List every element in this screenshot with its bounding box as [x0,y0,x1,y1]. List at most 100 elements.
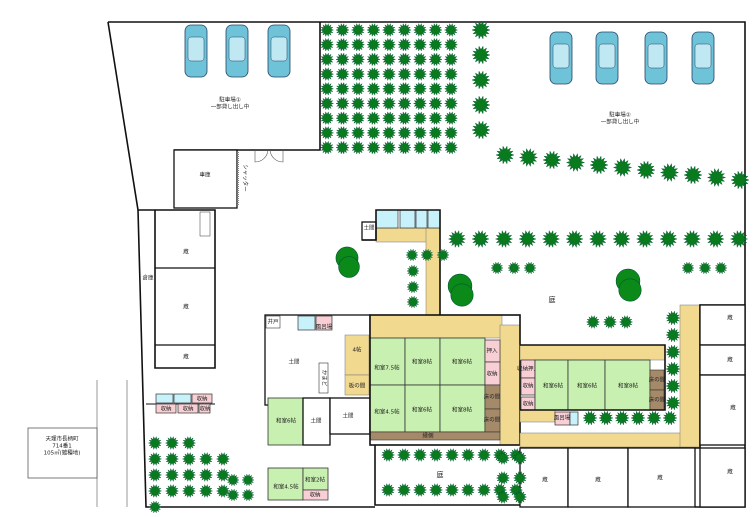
tree-icon [226,473,240,487]
tree-icon [319,37,335,52]
tree-icon [460,448,476,462]
tree-icon [164,436,180,450]
tree-icon [588,230,608,248]
address-box [27,427,98,479]
tree-icon [412,483,428,497]
tree-icon [381,81,397,96]
tree-icon [406,264,420,278]
tree-icon [428,81,443,96]
tree-icon [636,160,656,180]
tree-icon [215,484,231,498]
tree-icon [443,96,459,111]
tree-icon [335,125,350,140]
tree-icon [471,120,491,140]
tree-icon [397,96,412,111]
car-icon [691,31,715,85]
tree-icon [589,155,609,175]
tree-icon [319,111,335,126]
tree-icon [350,23,366,37]
bath-label: 風呂場 [554,414,571,422]
tree-icon [164,484,180,498]
tree-icon [412,81,428,96]
tree-icon [335,37,350,52]
closet [198,403,211,414]
tree-icon [412,448,428,462]
tree-icon [319,81,335,96]
tree-icon [729,230,749,248]
room-label: 和室8帖 [452,406,472,414]
kura-label: 蔵 [183,248,189,256]
tree-icon [614,410,630,426]
toilet [155,393,174,404]
tree-icon [523,261,537,275]
tree-icon [406,280,420,294]
south-corridor [519,432,701,448]
parking2-label: 駐車場② [609,111,631,119]
kura-blocks [519,304,746,508]
tree-icon [706,168,727,187]
address-line: 714番1 [52,443,72,450]
tree-icon [397,52,412,67]
tree-icon [460,483,476,497]
kura-label: 蔵 [595,476,601,484]
room-label: 和室6帖 [276,417,296,425]
tree-icon [512,490,528,504]
kamado-label: かまど [321,370,329,387]
closet [302,489,329,501]
tree-icon [335,67,350,82]
tree-icon [366,52,381,67]
washitsu-6 [439,337,486,386]
tree-icon [665,395,681,411]
car-icon [225,24,249,78]
tree-icon [412,23,428,37]
room-4jo [344,334,370,376]
tree-icon [335,140,350,155]
closet-label: 収納 [522,382,534,390]
closet-label: 収納 [486,370,498,378]
tree-icon [366,111,381,126]
closet-label: 収納 [196,395,208,403]
closet [191,393,213,404]
tree-icon [490,261,504,275]
tree-icon [585,315,601,329]
tree-icon [518,230,537,248]
tree-icon [618,315,634,329]
tree-icon [381,52,397,67]
tree-icon [366,140,381,155]
tree-icon [335,23,350,37]
tree-icon [319,96,335,111]
tree-icon [380,448,396,462]
room-label: 和室8帖 [618,382,638,390]
tree-icon [443,52,459,67]
tree-icon [428,111,443,126]
gate-doors[interactable] [254,149,284,163]
closet [177,403,199,414]
tree-icon [495,490,511,504]
tokonoma-label: 床の間 [649,396,666,404]
tree-icon [198,484,214,498]
tree-icon [181,436,197,450]
tree-icon [714,261,728,275]
tree-icon [226,488,240,502]
tree-icon [565,230,584,248]
washitsu-6 [404,384,441,433]
tree-icon [406,295,420,309]
well-label: 井戸 [267,318,279,326]
tree-icon [582,410,598,426]
tree-icon [397,37,412,52]
tree-icon [147,484,163,498]
tree-icon [335,81,350,96]
closet-label: 収納 [182,405,194,413]
shutter-label: シャッター [242,164,250,192]
tokonoma-label: 床の間 [649,376,666,384]
tree-icon [682,230,702,248]
tree-icon [412,111,428,126]
large-tree-icon [615,268,642,302]
tree-icon [397,111,412,126]
bath-room [315,315,333,331]
tree-icon [630,410,646,426]
tree-icon [319,67,335,82]
tree-icon [397,140,412,155]
tree-icon [397,23,412,37]
tree-icon [181,452,197,466]
